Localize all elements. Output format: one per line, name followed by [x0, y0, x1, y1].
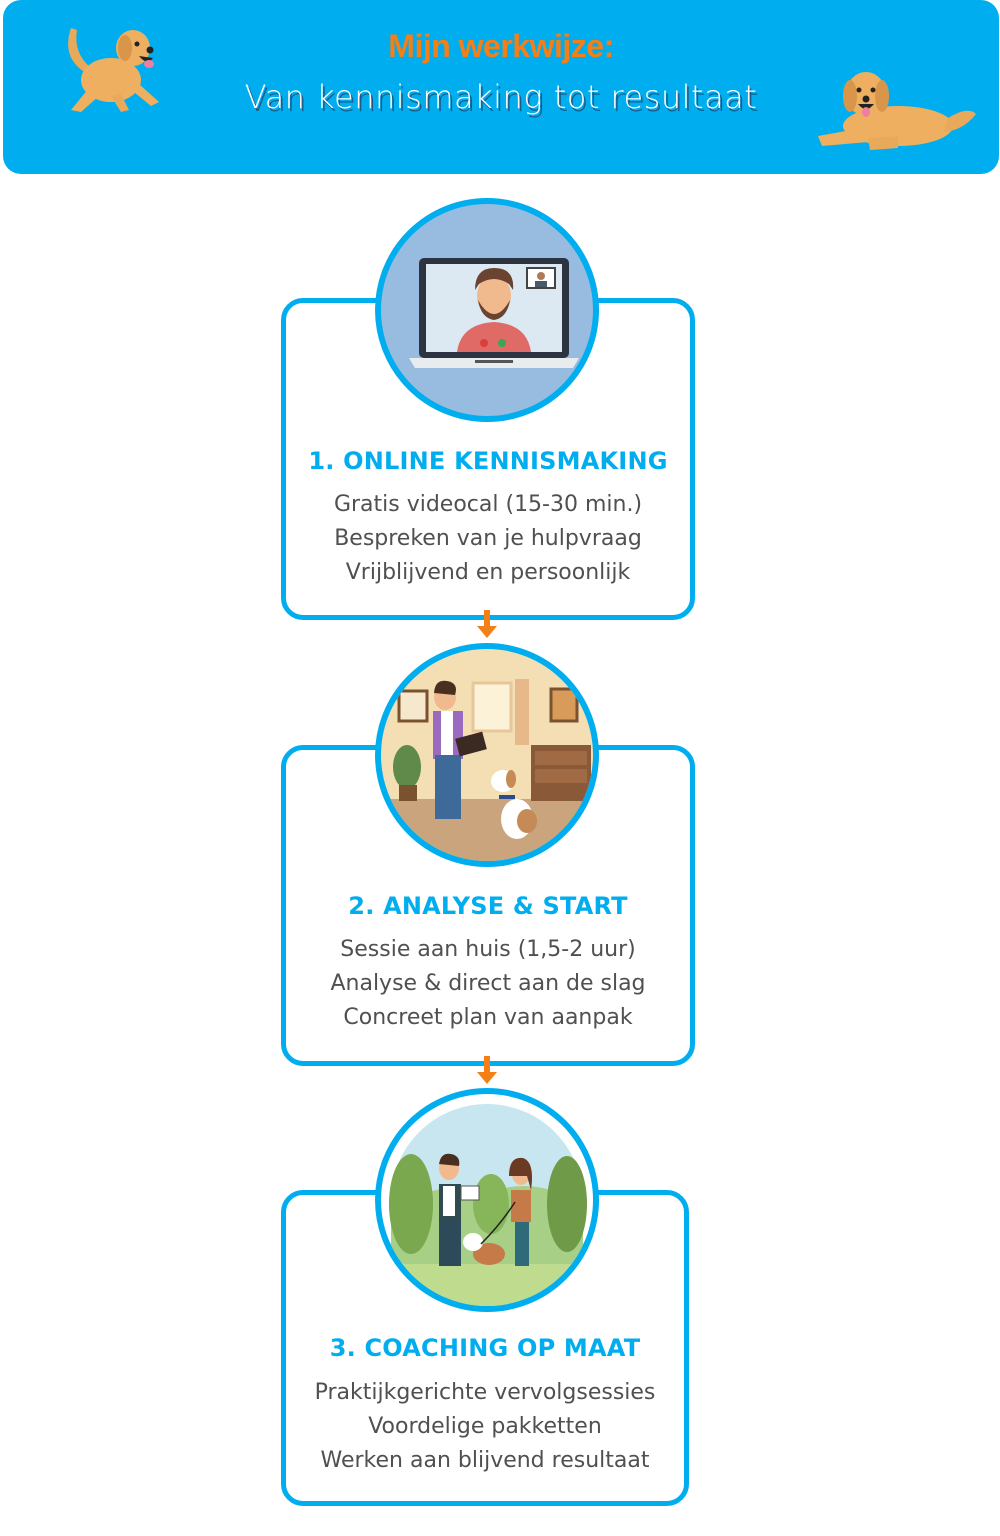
- step-2-details: Sessie aan huis (1,5-2 uur) Analyse & di…: [286, 933, 690, 1035]
- step-3-line-2: Voordelige pakketten: [368, 1414, 602, 1439]
- running-dog-icon: [68, 28, 159, 112]
- park-scene-icon: [389, 1104, 587, 1306]
- laptop-icon: [409, 258, 579, 368]
- step-1-title: 1. ONLINE KENNISMAKING: [308, 447, 668, 475]
- step-2-line-2: Analyse & direct aan de slag: [330, 971, 646, 996]
- banner-title: Mijn werkwijze:: [388, 28, 614, 64]
- arrow-down-icon: [477, 1056, 497, 1084]
- step-2-line-3: Concreet plan van aanpak: [343, 1005, 633, 1030]
- step-3-line-3: Werken aan blijvend resultaat: [320, 1448, 650, 1473]
- park-coaching-walk-illustration: [375, 1088, 599, 1312]
- trainer-dog-scene-icon: [381, 679, 593, 861]
- banner-subtitle: Van kennismaking tot resultaat: [244, 78, 758, 116]
- step-3-details: Praktijkgerichte vervolgsessies Voordeli…: [286, 1376, 684, 1478]
- step-1-line-3: Vrijblijvend en persoonlijk: [345, 560, 631, 585]
- step-2-line-1: Sessie aan huis (1,5-2 uur): [340, 937, 636, 962]
- arrow-down-icon: [477, 610, 497, 638]
- step-2-title: 2. ANALYSE & START: [348, 892, 628, 920]
- header-banner: Mijn werkwijze: Van kennismaking tot res…: [3, 0, 999, 174]
- step-1-line-1: Gratis videocal (15-30 min.): [333, 492, 643, 517]
- step-1-line-2: Bespreken van je hulpvraag: [334, 526, 642, 551]
- step-3-title: 3. COACHING OP MAAT: [329, 1334, 641, 1362]
- video-call-laptop-illustration: [375, 198, 599, 422]
- step-3-line-1: Praktijkgerichte vervolgsessies: [314, 1380, 656, 1405]
- lying-dog-icon: [818, 72, 976, 150]
- home-session-trainer-dog-illustration: [375, 643, 599, 867]
- step-card-1: 1. ONLINE KENNISMAKING Gratis videocal (…: [281, 298, 695, 620]
- step-1-details: Gratis videocal (15-30 min.) Bespreken v…: [286, 488, 690, 590]
